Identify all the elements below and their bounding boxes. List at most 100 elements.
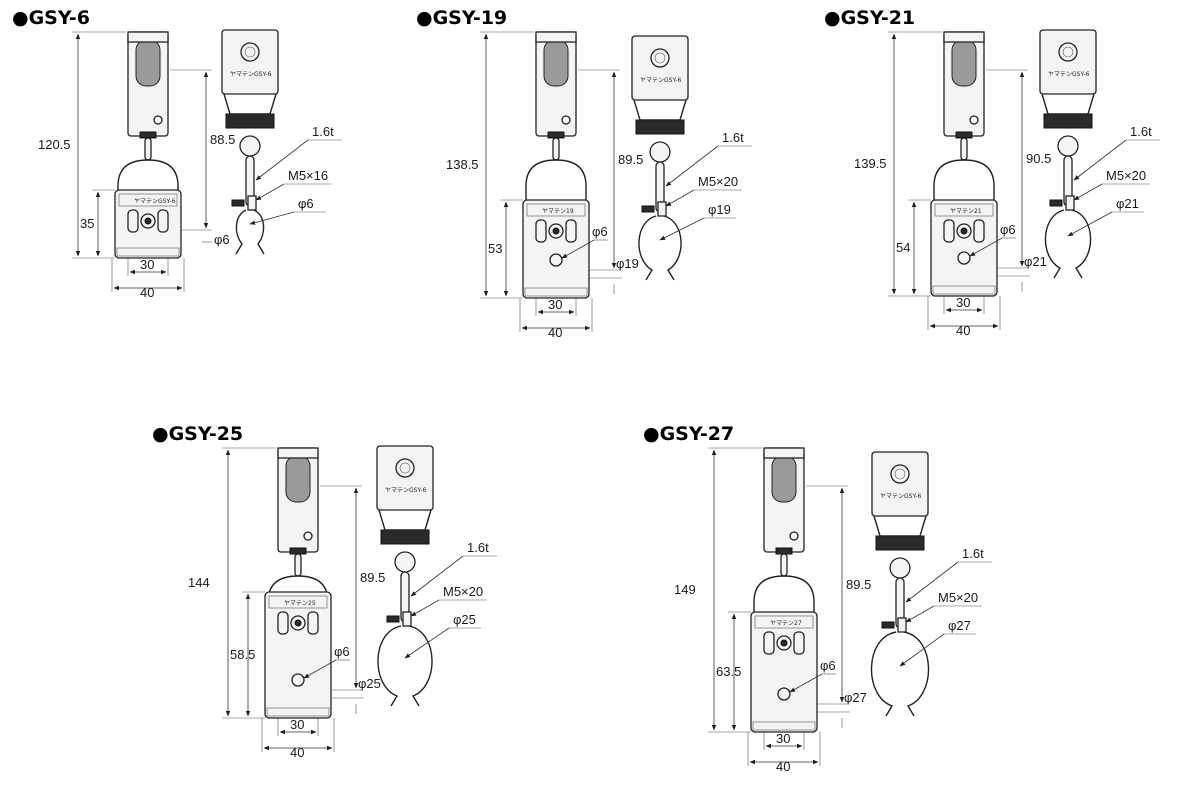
upper-height-value: 89.5 [360,570,385,585]
side-swivel-base [1043,113,1093,129]
total-height-value: 149 [674,582,696,597]
lower-height-value: 53 [488,241,502,256]
thickness-value: 1.6t [1130,124,1152,139]
label-plate [268,595,328,609]
side-nut [1065,195,1075,211]
body-label: ヤマテン25 [284,600,316,607]
side-wheel-axle [399,462,411,474]
side-bracket [223,93,277,115]
thickness-value: 1.6t [467,540,489,555]
trolley-wheel [285,455,311,503]
side-view: ヤマテンGSY-6 [870,451,930,717]
clamp-arm-left [870,631,897,717]
bolt-leader [1073,183,1103,201]
side-swivel-base [875,535,925,551]
hex-bolt-center [294,619,302,627]
clamp-arm-right [408,625,433,707]
model-gsy-25: ●GSY-25ヤマテン2514458.589.5φ6φ253040ヤマテンGSY… [152,423,497,760]
side-bolt [1049,199,1063,207]
thickness-leader [1073,139,1127,181]
body-label: ヤマテン21 [950,208,982,215]
head-label: ヤマテンGSY-6 [230,71,272,78]
body-foot [524,287,588,297]
model-title: ●GSY-19 [416,7,507,29]
label-plate [934,203,994,217]
model-title: ●GSY-27 [643,423,734,445]
trolley-base [547,131,565,139]
side-wheel-axle [654,52,666,64]
side-wheel-axle [1062,46,1074,58]
clamp-arm-right [1071,209,1092,279]
side-swivel-base [635,119,685,135]
swivel-ring [649,141,671,163]
inner-width-value: 30 [290,717,304,732]
pin-diameter-value: φ6 [214,232,230,247]
thickness-leader [410,555,464,597]
jaw-left [277,611,289,635]
outer-width-value: 40 [956,323,970,338]
pin-diameter-value: φ6 [1000,222,1016,237]
trolley-rivet [561,115,571,125]
jaw-right [973,219,985,243]
swivel-link [294,553,302,577]
jaw-left [943,219,955,243]
pipe-diameter-value: φ27 [844,690,867,705]
outer-width-value: 40 [548,325,562,340]
inner-width-value: 30 [548,297,562,312]
inner-width-value: 30 [776,731,790,746]
bolt-value: M5×20 [938,590,978,605]
side-bolt [641,205,655,213]
head-label: ヤマテンGSY-6 [640,77,682,84]
side-wheel-hub [1058,42,1078,62]
clamp-arm-left [638,215,657,281]
side-wheel-axle [894,468,906,480]
side-swivel-base [380,529,430,545]
outer-width-value: 40 [776,759,790,774]
jaw-left [763,631,775,655]
pin-hole [957,251,971,265]
side-wheel-hub [650,48,670,68]
ring-leader [404,627,450,659]
side-housing [1039,29,1097,95]
body-foot [932,285,996,295]
lower-height-value: 54 [896,240,910,255]
d-ring [117,159,179,190]
clamp-body [750,611,818,733]
model-title: ●GSY-21 [824,7,915,29]
thickness-value: 1.6t [962,546,984,561]
bolt-leader [905,605,935,623]
body-foot [752,721,816,731]
side-bracket [1041,93,1095,115]
label-plate [526,203,586,217]
clamp-arm-right [663,215,682,281]
head-label: ヤマテンGSY-6 [385,487,427,494]
clamp-arm-left [235,209,247,255]
pin-hole [777,687,791,701]
head-label: ヤマテンGSY-6 [1048,71,1090,78]
side-view: ヤマテンGSY-6 [1039,29,1097,279]
trolley-cap [535,31,577,43]
pin-leader [303,659,337,679]
upper-height-value: 89.5 [846,577,871,592]
head-label: ヤマテンGSY-6 [880,493,922,500]
ring-leader [899,633,945,667]
side-wheel-axle [244,46,256,58]
outer-width-value: 40 [290,745,304,760]
upper-height-value: 89.5 [618,152,643,167]
clamp-arm-right [903,631,930,717]
trolley-rivet [969,115,979,125]
jaw-right [565,219,577,243]
swivel-link [552,137,560,161]
side-housing [631,35,689,101]
